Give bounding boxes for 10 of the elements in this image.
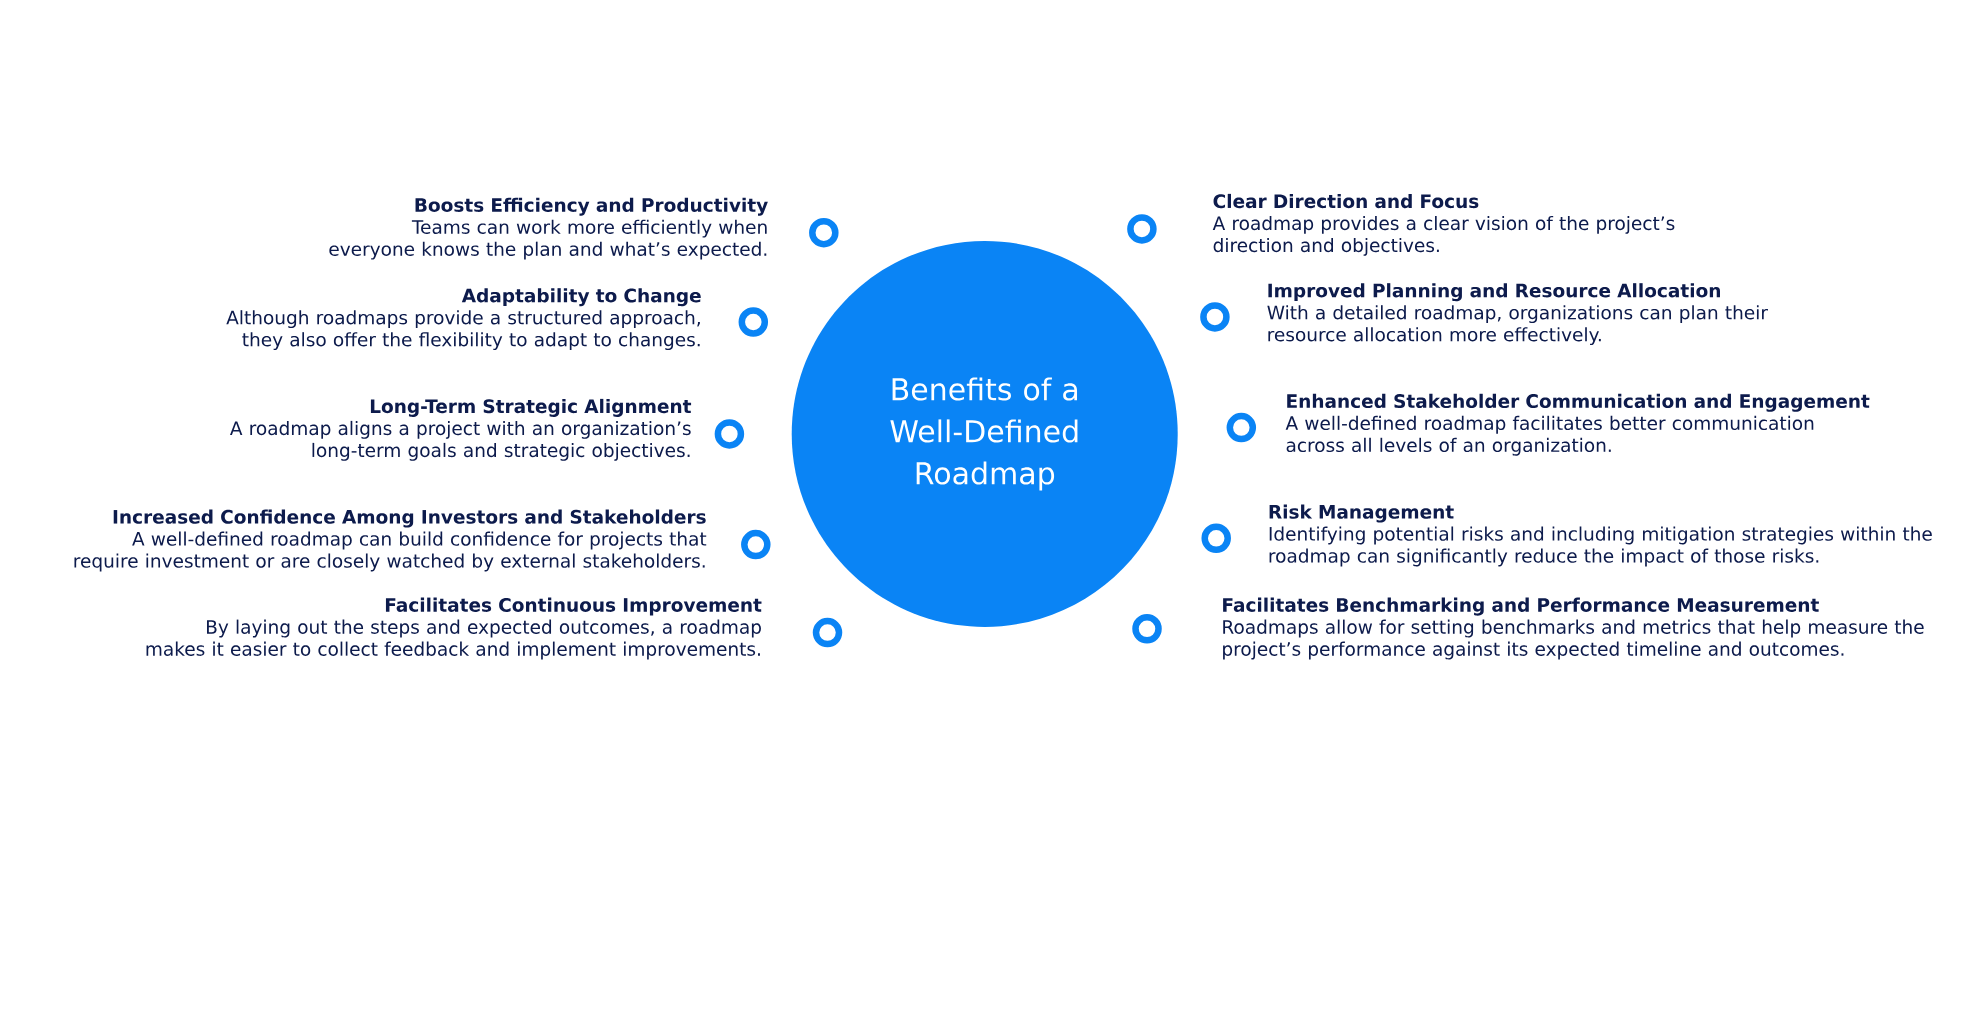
- benefit-text: Adaptability to Change Although roadmaps provide a structured approach, they also offer the flexibility to adapt to changes.: [226, 288, 701, 351]
- benefit-text: Facilitates Continuous Improvement By laying out the steps and expected outcomes, a roadmap makes it easier to collect feedback and implement improvements.: [146, 597, 762, 660]
- benefit-text: Clear Direction and Focus A roadmap provides a clear vision of the project’s direction and objectives.: [1212, 193, 1675, 256]
- benefit-text: Increased Confidence Among Investors and Stakeholders A well-defined roadmap can build confidence for projects that require investment or are closely watched by external stakeholders.: [74, 509, 707, 572]
- benefit-text: Risk Management Identifying potential risks and including mitigation strategies within the roadmap can significantly reduce the impact of those risks.: [1269, 504, 1932, 567]
- benefit-text: Long-Term Strategic Alignment A roadmap aligns a project with an organization’s long-term goals and strategic objectives.: [230, 398, 692, 461]
- benefit-text: Facilitates Benchmarking and Performance Measurement Roadmaps allow for setting benchmarks and metrics that help measure the project’s performance against its expected timeline and outcomes.: [1223, 597, 1924, 660]
- benefit-text: Boosts Efficiency and Productivity Teams can work more efficiently when everyone knows the plan and what’s expected.: [329, 197, 768, 260]
- benefit-text: Improved Planning and Resource Allocation With a detailed roadmap, organizations can plan their resource allocation more effectively.: [1267, 283, 1768, 346]
- benefit-text: Enhanced Stakeholder Communication and Engagement A well-defined roadmap facilitates better communication across all levels of an organization.: [1285, 393, 1870, 456]
